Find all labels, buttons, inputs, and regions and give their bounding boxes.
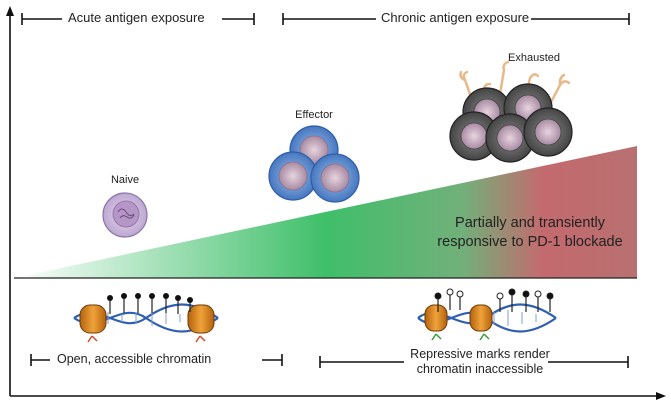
- naive-cell-icon: [102, 192, 148, 238]
- chromatin-brackets: [30, 354, 629, 368]
- exhausted-label: Exhausted: [508, 52, 560, 64]
- chronic-phase-label: Chronic antigen exposure: [381, 10, 530, 25]
- y-axis-arrow: [6, 6, 14, 16]
- axes: [6, 6, 666, 400]
- effector-label: Effector: [295, 109, 333, 121]
- repressed-chromatin-line2: chromatin inaccessible: [416, 362, 544, 376]
- naive-label: Naive: [110, 174, 140, 186]
- pd1-blockade-text: Partially and transiently responsive to …: [405, 214, 655, 252]
- repressive-mark-icons: [431, 333, 490, 341]
- repressed-chromatin-line1: Repressive marks render: [410, 347, 550, 361]
- histone-icons: [79, 304, 215, 334]
- exhausted-cells-icon: [449, 60, 573, 163]
- open-chromatin-label: Open, accessible chromatin: [57, 352, 212, 366]
- repressive-marks: [437, 294, 551, 312]
- phase-brackets: [21, 13, 630, 25]
- histone-icons-compact: [424, 304, 493, 332]
- pd1-blockade-line2: responsive to PD-1 blockade: [437, 234, 623, 250]
- acute-phase-label: Acute antigen exposure: [68, 10, 205, 25]
- open-chromatin-icon: [73, 293, 219, 343]
- repressed-chromatin-icon: [417, 288, 557, 341]
- active-mark-icons: [87, 335, 206, 343]
- effector-cells-icon: [268, 125, 360, 203]
- repressed-chromatin-label: Repressive marks render chromatin inacce…: [400, 347, 560, 377]
- x-axis-arrow: [656, 392, 666, 400]
- exhaustion-gradient-wedge: [14, 146, 637, 278]
- methylation-marks: [109, 298, 191, 314]
- pd1-blockade-line1: Partially and transiently: [455, 215, 605, 231]
